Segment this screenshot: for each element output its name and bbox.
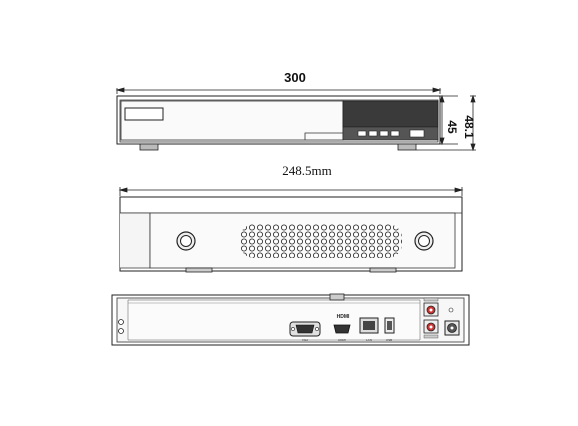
power-port [444, 320, 460, 336]
front-indicator-buttons [357, 129, 425, 138]
usb-port [384, 317, 395, 334]
lan-label: LAN [366, 338, 372, 342]
hdmi-port [333, 324, 351, 334]
front-logo-block [124, 107, 164, 121]
vga-port [289, 321, 321, 337]
front-view [115, 87, 476, 152]
hdmi-logo: HDMI [337, 314, 350, 320]
depth-dimension [118, 187, 464, 196]
front-foot-right [397, 143, 417, 151]
top-view [118, 187, 464, 273]
usb-label: USB [386, 338, 392, 342]
depth-label: 248.5mm [282, 163, 332, 178]
overall-width-label: 300 [284, 70, 306, 85]
hdmi-label: HDMI [338, 338, 346, 342]
body-height-label: 45 [445, 120, 459, 134]
height-dimension [416, 94, 476, 152]
top-vent-grid [240, 224, 402, 258]
width-dimension [115, 87, 442, 94]
front-foot-left [139, 143, 159, 151]
front-right-panel [342, 100, 439, 128]
vga-label: VGA [302, 338, 308, 342]
top-screw-left [176, 231, 196, 251]
top-screw-right [414, 231, 434, 251]
lan-port [359, 317, 379, 334]
rear-view [111, 293, 470, 346]
total-height-label: 48.1 [462, 115, 476, 139]
audio-jacks [423, 297, 439, 339]
